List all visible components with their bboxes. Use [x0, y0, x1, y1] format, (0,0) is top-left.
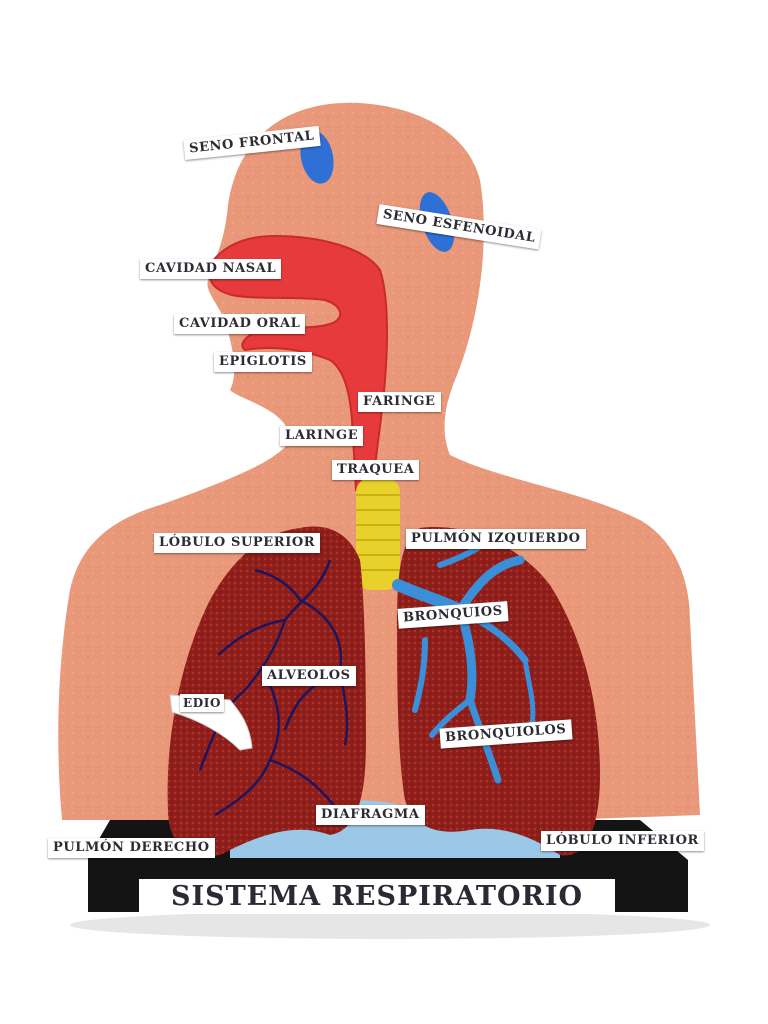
label-lobulo-inferior: LÓBULO INFERIOR [541, 831, 704, 851]
trachea [356, 478, 400, 590]
label-cavidad-oral: CAVIDAD ORAL [174, 314, 306, 334]
label-pulmon-izquierdo: PULMÓN IZQUIERDO [406, 529, 586, 549]
label-pulmon-derecho: PULMÓN DERECHO [48, 838, 215, 858]
label-cavidad-nasal: CAVIDAD NASAL [140, 259, 282, 279]
label-epiglotis: EPIGLOTIS [214, 352, 312, 372]
base-shadow [70, 911, 710, 939]
label-traquea: TRAQUEA [332, 460, 420, 480]
base-title-plaque: SISTEMA RESPIRATORIO [139, 879, 615, 914]
label-lobulo-superior: LÓBULO SUPERIOR [154, 533, 321, 553]
airway [208, 234, 388, 491]
label-laringe: LARINGE [280, 426, 364, 446]
label-diafragma: DIAFRAGMA [316, 805, 425, 825]
label-alveolos: ALVEOLOS [262, 666, 356, 686]
label-medio: EDIO [180, 694, 225, 712]
label-faringe: FARINGE [358, 392, 441, 412]
